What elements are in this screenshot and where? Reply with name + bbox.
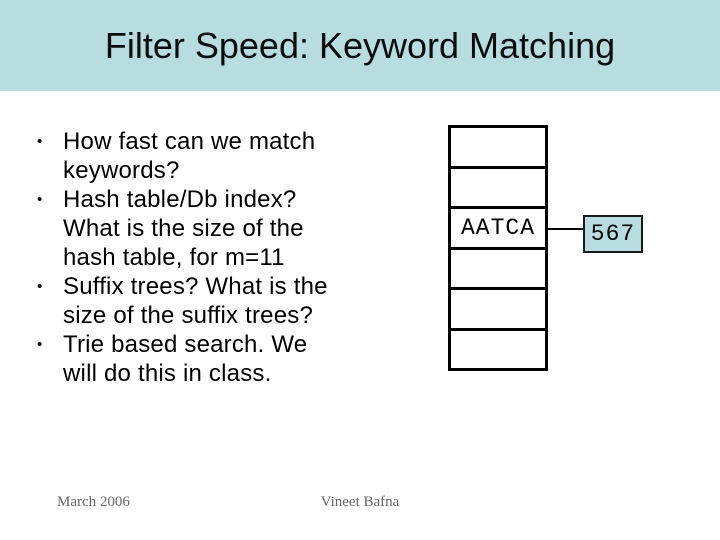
pointer-box-label: 567 xyxy=(590,221,636,247)
list-item: • Suffix trees? What is the size of the … xyxy=(34,272,344,330)
hash-table-cell xyxy=(451,128,545,169)
bullet-icon: • xyxy=(37,336,43,353)
hash-table-cell xyxy=(451,331,545,369)
footer-author: Vineet Bafna xyxy=(320,494,400,510)
hash-table-cell xyxy=(451,290,545,331)
list-item: • Hash table/Db index? What is the size … xyxy=(34,185,344,272)
hash-table-diagram: AATCA xyxy=(448,125,548,371)
bullet-list: • How fast can we match keywords? • Hash… xyxy=(34,127,344,388)
hash-table-cell xyxy=(451,250,545,290)
footer-date: March 2006 xyxy=(57,494,130,510)
bullet-text: Suffix trees? What is the size of the su… xyxy=(63,273,328,329)
bullet-icon: • xyxy=(37,133,43,150)
list-item: • How fast can we match keywords? xyxy=(34,127,344,185)
list-item: • Trie based search. We will do this in … xyxy=(34,330,344,388)
connector-line xyxy=(548,228,583,230)
bullet-text: How fast can we match keywords? xyxy=(63,128,316,184)
title-band: Filter Speed: Keyword Matching xyxy=(0,0,720,91)
hash-table-cell-aatca: AATCA xyxy=(451,209,545,250)
pointer-box: 567 xyxy=(583,215,643,253)
bullet-icon: • xyxy=(37,278,43,295)
bullet-text: Trie based search. We will do this in cl… xyxy=(63,331,308,387)
bullet-text: Hash table/Db index? What is the size of… xyxy=(63,186,304,271)
bullet-icon: • xyxy=(37,191,43,208)
page-title: Filter Speed: Keyword Matching xyxy=(104,24,616,66)
hash-table-cell xyxy=(451,169,545,209)
